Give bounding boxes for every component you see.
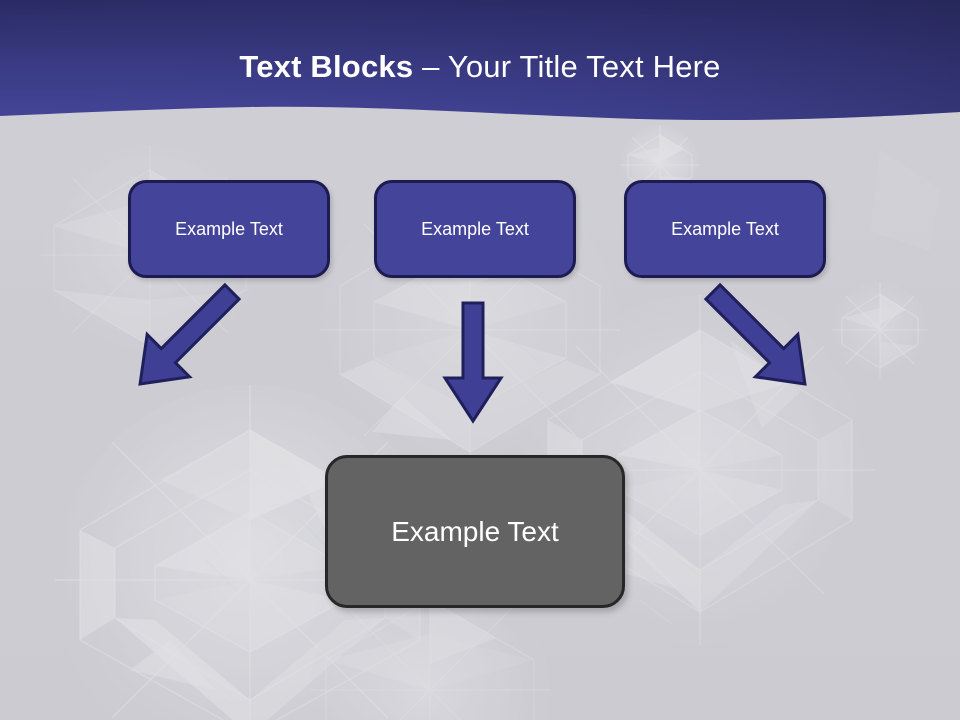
source-box-2-label: Example Text: [421, 218, 529, 239]
page-title-separator: –: [413, 49, 448, 84]
page-title-light: Your Title Text Here: [447, 49, 721, 84]
header-band: [0, 0, 960, 121]
source-box-3-label: Example Text: [671, 218, 779, 239]
page-title-bold: Text Blocks: [239, 49, 414, 84]
result-box-label: Example Text: [391, 515, 559, 547]
source-box-3[interactable]: Example Text: [624, 180, 826, 278]
source-box-2[interactable]: Example Text: [374, 180, 576, 278]
source-box-1[interactable]: Example Text: [128, 180, 330, 278]
diamond-gem-small-right: [832, 282, 928, 378]
source-box-1-label: Example Text: [175, 218, 283, 239]
result-box[interactable]: Example Text: [325, 455, 625, 608]
page-title: Text Blocks – Your Title Text Here: [0, 48, 960, 86]
